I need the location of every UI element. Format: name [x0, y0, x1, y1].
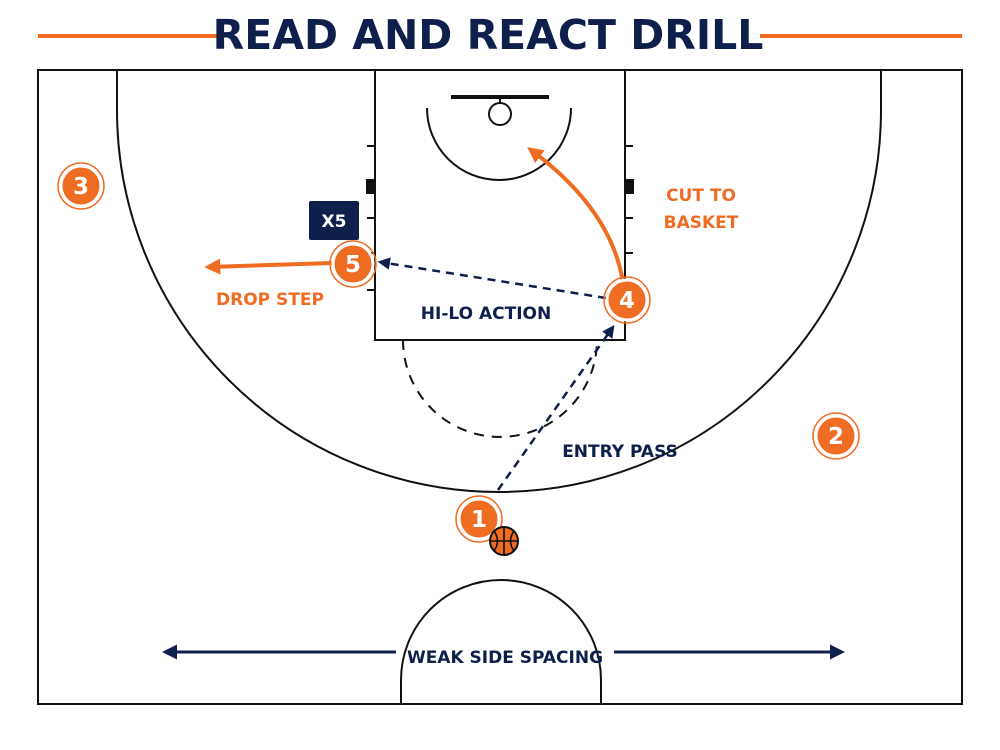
page-title: READ AND REACT DRILL — [213, 11, 764, 59]
basketball-icon — [489, 526, 519, 556]
player-2-label: 2 — [828, 424, 844, 450]
entry-pass-arrow — [496, 324, 615, 491]
player-5: 5 — [329, 240, 377, 288]
hi-lo-action-label: HI-LO ACTION — [421, 304, 551, 324]
free-throw-circle-dashed — [402, 339, 598, 438]
hi-lo-pass-arrow — [377, 257, 607, 300]
cut-to-basket-label-line1: CUT TO — [666, 186, 736, 206]
drop-step-label: DROP STEP — [216, 290, 324, 310]
player-2: 2 — [812, 412, 860, 460]
weak-side-spacing-label: WEAK SIDE SPACING — [407, 648, 603, 668]
rim — [488, 102, 512, 126]
player-1: 1 — [455, 495, 503, 543]
player-1-label: 1 — [471, 507, 487, 533]
cut-to-basket-label-line2: BASKET — [664, 213, 739, 233]
drop-step-arrow — [204, 258, 333, 275]
lane-block-right — [625, 179, 634, 194]
player-4: 4 — [603, 276, 651, 324]
cut-to-basket-arrow — [527, 147, 625, 284]
three-point-line — [116, 70, 882, 493]
paint-lane — [374, 69, 626, 341]
player-5-label: 5 — [345, 252, 361, 278]
entry-pass-label: ENTRY PASS — [562, 442, 678, 462]
player-3: 3 — [57, 162, 105, 210]
center-circle — [400, 579, 602, 704]
player-3-label: 3 — [73, 174, 89, 200]
restricted-area — [426, 107, 572, 181]
lane-hash-marks — [367, 145, 633, 291]
defender-x5-label: X5 — [322, 212, 347, 232]
lane-block-left — [366, 179, 375, 194]
court — [37, 69, 963, 705]
defender-x5: X5 — [307, 199, 361, 242]
player-4-label: 4 — [619, 288, 635, 314]
court-boundary — [37, 69, 963, 705]
